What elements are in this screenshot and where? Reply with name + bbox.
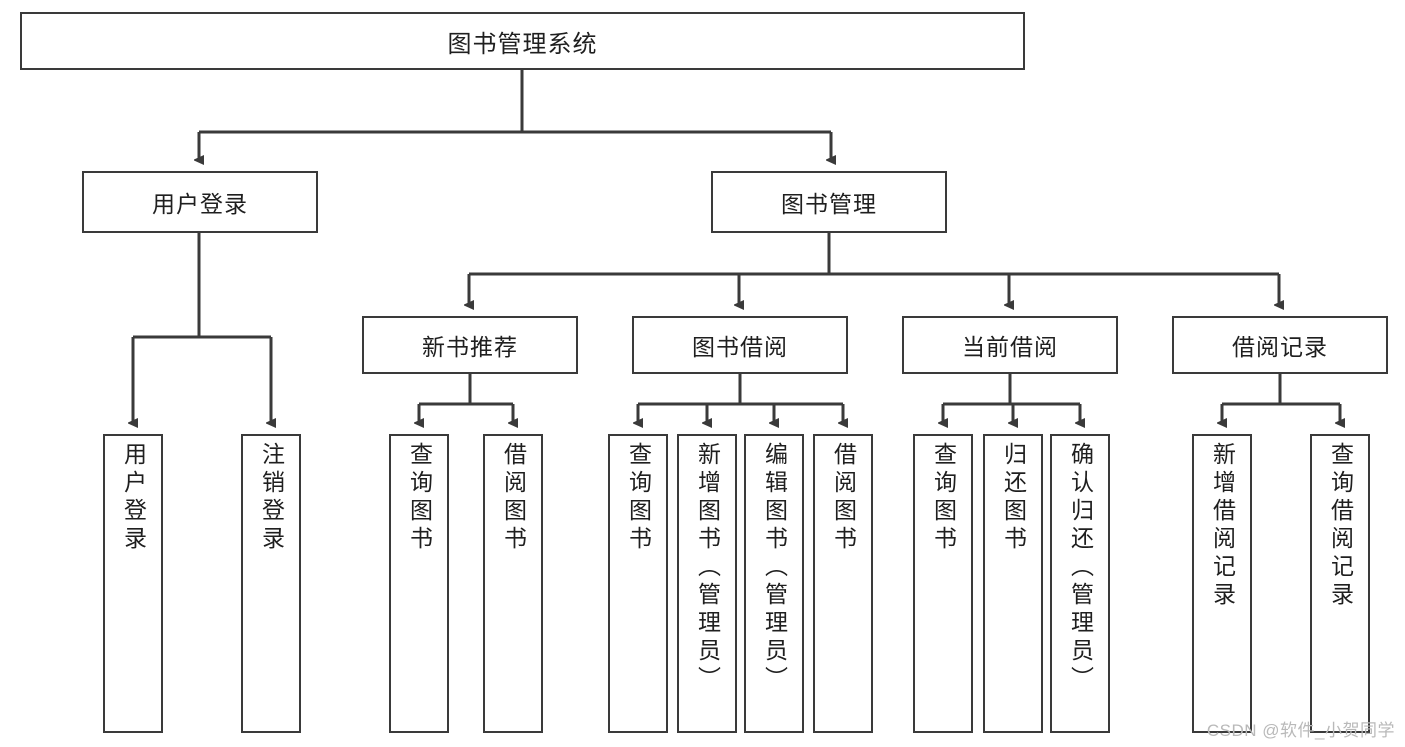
node-root-label: 图书管理系统 (447, 30, 598, 58)
leaf-current-confirm-return-admin[interactable]: 确认归还（管理员） (1050, 434, 1110, 733)
leaf-user-logout-label: 注销登录 (258, 442, 285, 554)
leaf-user-login[interactable]: 用户登录 (103, 434, 163, 733)
node-user-login[interactable]: 用户登录 (82, 171, 318, 233)
node-book-manage-label: 图书管理 (781, 191, 877, 217)
leaf-record-query-record[interactable]: 查询借阅记录 (1310, 434, 1370, 733)
leaf-record-query-record-label: 查询借阅记录 (1327, 442, 1354, 610)
leaf-newbook-query-book[interactable]: 查询图书 (389, 434, 449, 733)
leaf-current-confirm-return-admin-label: 确认归还（管理员） (1067, 442, 1094, 694)
leaf-current-return-book-label: 归还图书 (1000, 442, 1027, 554)
watermark: CSDN @软件_小贺同学 (1206, 721, 1395, 740)
leaf-newbook-borrow-book[interactable]: 借阅图书 (483, 434, 543, 733)
leaf-user-logout[interactable]: 注销登录 (241, 434, 301, 733)
leaf-borrow-borrow-book-label: 借阅图书 (830, 442, 857, 554)
node-new-book-recommend[interactable]: 新书推荐 (362, 316, 578, 374)
leaf-current-query-book[interactable]: 查询图书 (913, 434, 973, 733)
node-current-borrow[interactable]: 当前借阅 (902, 316, 1118, 374)
node-root[interactable]: 图书管理系统 (20, 12, 1025, 70)
node-user-login-label: 用户登录 (152, 191, 248, 217)
leaf-record-add-record[interactable]: 新增借阅记录 (1192, 434, 1252, 733)
leaf-borrow-query-book[interactable]: 查询图书 (608, 434, 668, 733)
leaf-borrow-edit-book-admin-label: 编辑图书（管理员） (761, 442, 788, 694)
node-current-borrow-label: 当前借阅 (962, 334, 1058, 360)
leaf-borrow-query-book-label: 查询图书 (625, 442, 652, 554)
leaf-user-login-label: 用户登录 (120, 442, 147, 554)
node-book-borrow[interactable]: 图书借阅 (632, 316, 848, 374)
node-borrow-record[interactable]: 借阅记录 (1172, 316, 1388, 374)
leaf-current-query-book-label: 查询图书 (930, 442, 957, 554)
node-book-borrow-label: 图书借阅 (692, 334, 788, 360)
leaf-borrow-add-book-admin[interactable]: 新增图书（管理员） (677, 434, 737, 733)
leaf-newbook-query-book-label: 查询图书 (406, 442, 433, 554)
node-borrow-record-label: 借阅记录 (1232, 334, 1328, 360)
leaf-borrow-edit-book-admin[interactable]: 编辑图书（管理员） (744, 434, 804, 733)
leaf-record-add-record-label: 新增借阅记录 (1209, 442, 1236, 610)
node-new-book-recommend-label: 新书推荐 (422, 334, 518, 360)
leaf-current-return-book[interactable]: 归还图书 (983, 434, 1043, 733)
leaf-newbook-borrow-book-label: 借阅图书 (500, 442, 527, 554)
node-book-manage[interactable]: 图书管理 (711, 171, 947, 233)
leaf-borrow-add-book-admin-label: 新增图书（管理员） (694, 442, 721, 694)
leaf-borrow-borrow-book[interactable]: 借阅图书 (813, 434, 873, 733)
